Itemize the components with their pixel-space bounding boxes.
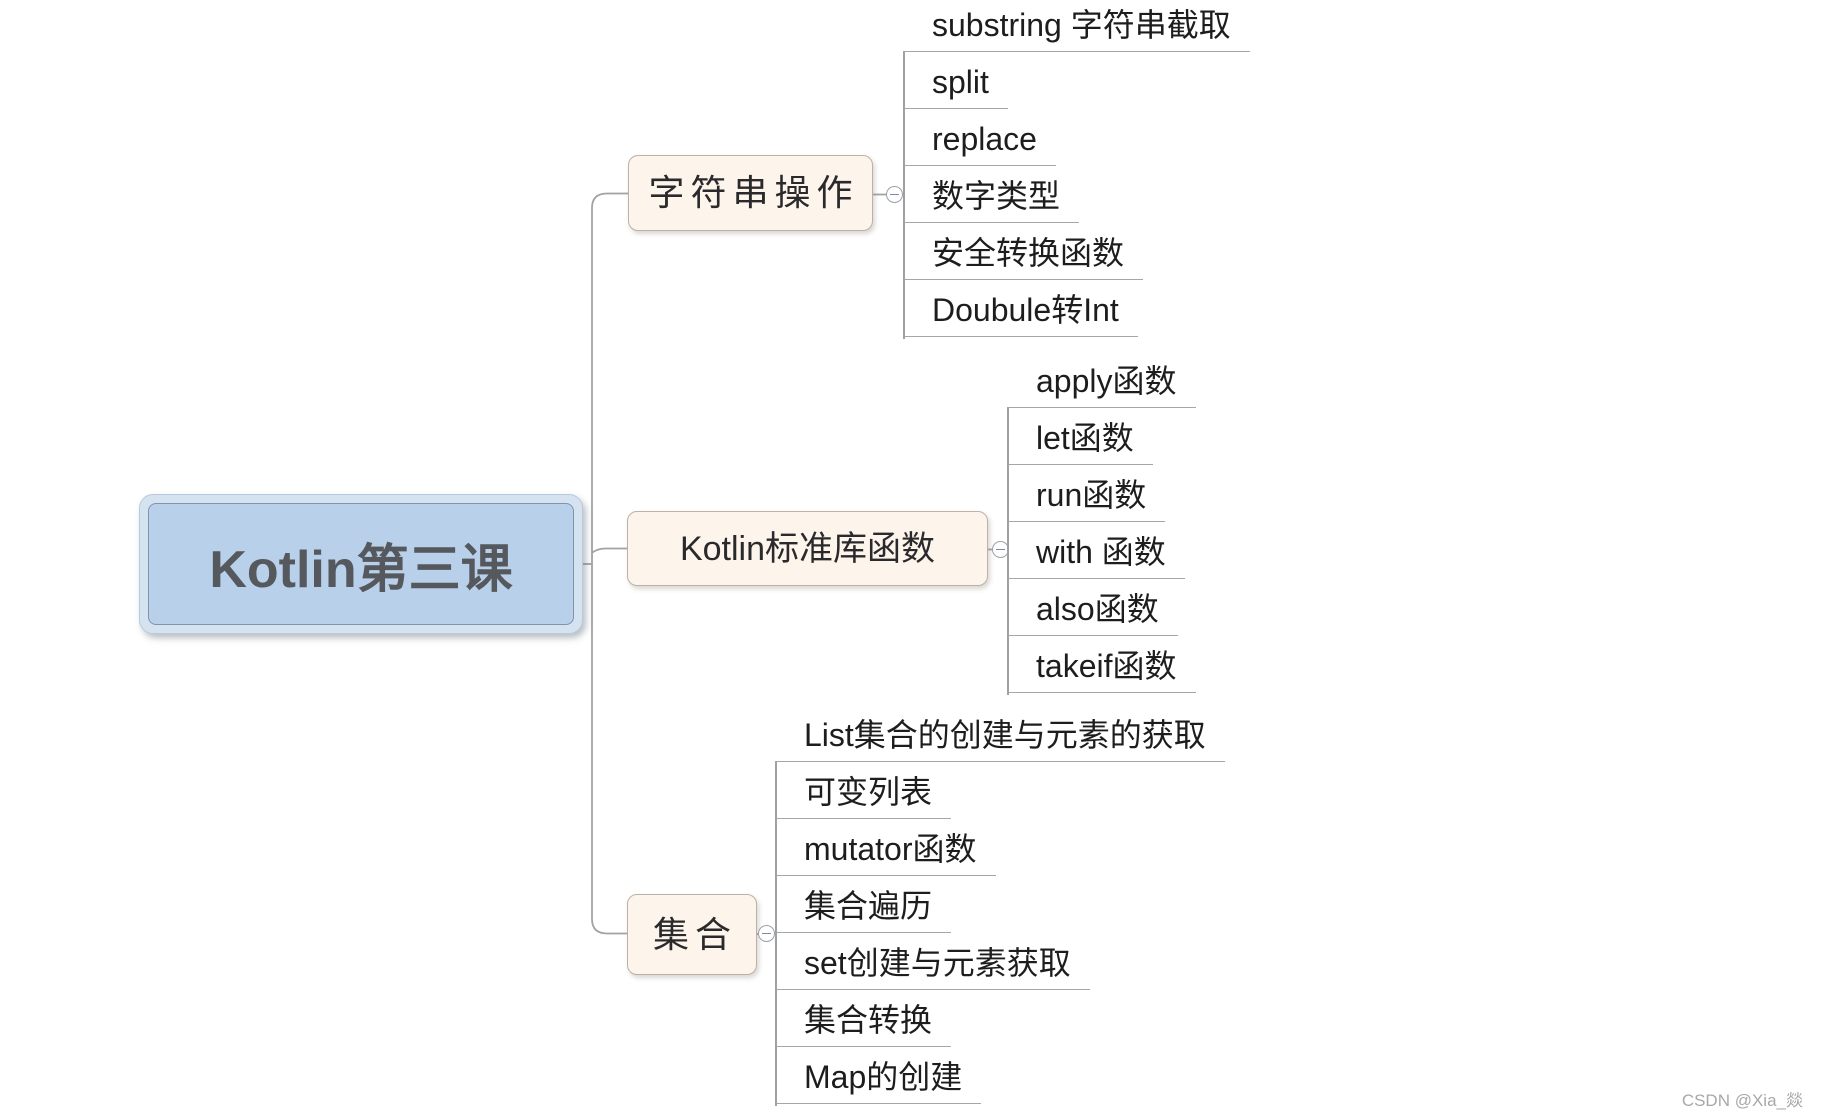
branch-topic-label: 集合 (652, 913, 737, 955)
child-topic[interactable]: 集合遍历 (775, 876, 1225, 933)
root-topic[interactable]: Kotlin第三课 (139, 494, 583, 634)
watermark: CSDN @Xia_燚 (1681, 1091, 1803, 1110)
child-topic[interactable]: set创建与元素获取 (775, 933, 1225, 990)
child-topic[interactable]: also函数 (1007, 579, 1196, 636)
child-topic-label: split (903, 64, 1008, 109)
child-topic[interactable]: split (903, 52, 1250, 109)
children-connector-line (775, 762, 777, 1106)
branch-topic-string-operations[interactable]: 字符串操作 (628, 155, 873, 231)
child-topic-label: 集合遍历 (775, 888, 952, 933)
child-topic[interactable]: 集合转换 (775, 990, 1225, 1047)
children-connector-line (1007, 408, 1009, 695)
minus-icon (996, 549, 1005, 550)
child-topic-label: mutator函数 (775, 831, 996, 876)
child-topic[interactable]: 可变列表 (775, 762, 1225, 819)
children-group-collections: List集合的创建与元素的获取可变列表 mutator函数集合遍历 set创建与元素… (775, 705, 1225, 1106)
child-topic[interactable]: apply函数 (1007, 351, 1196, 408)
collapse-button[interactable] (886, 186, 903, 203)
child-topic[interactable]: let函数 (1007, 408, 1196, 465)
child-topic-label: let函数 (1007, 420, 1153, 465)
minus-icon (890, 194, 899, 195)
child-topic-label: Map的创建 (775, 1059, 982, 1104)
child-topic-label: Doubule转Int (903, 292, 1138, 337)
branch-topic-kotlin-stdlib-functions[interactable]: Kotlin标准库函数 (627, 511, 988, 586)
children-connector-line (903, 52, 905, 339)
branch-topic-collections[interactable]: 集合 (627, 894, 757, 975)
child-topic-label: 安全转换函数 (903, 235, 1144, 280)
child-topic-label: List集合的创建与元素的获取 (775, 717, 1225, 762)
child-topic-label: 集合转换 (775, 1002, 952, 1047)
branch-topic-label: 字符串操作 (648, 172, 859, 213)
child-topic[interactable]: replace (903, 109, 1250, 166)
child-topic[interactable]: mutator函数 (775, 819, 1225, 876)
branch-topic-label: Kotlin标准库函数 (679, 529, 936, 568)
child-topic-label: replace (903, 121, 1056, 166)
child-topic-label: substring 字符串截取 (903, 7, 1250, 52)
minus-icon (762, 933, 771, 934)
child-topic[interactable]: with 函数 (1007, 522, 1196, 579)
child-topic[interactable]: substring 字符串截取 (903, 0, 1250, 52)
root-topic-inner: Kotlin第三课 (148, 503, 574, 625)
root-topic-label: Kotlin第三课 (209, 540, 513, 599)
child-topic-label: apply函数 (1007, 363, 1196, 408)
child-topic-label: takeif函数 (1007, 648, 1196, 693)
child-topic[interactable]: Map的创建 (775, 1047, 1225, 1104)
child-topic-label: also函数 (1007, 591, 1178, 636)
child-topic-label: set创建与元素获取 (775, 945, 1090, 990)
children-group-kotlin-stdlib-functions: apply函数 let函数 run函数 with 函数 also函数 takeif函数 (1007, 351, 1196, 695)
collapse-button[interactable] (758, 925, 775, 942)
child-topic-label: 可变列表 (775, 774, 952, 819)
child-topic[interactable]: takeif函数 (1007, 636, 1196, 693)
collapse-button[interactable] (992, 541, 1009, 558)
child-topic[interactable]: Doubule转Int (903, 280, 1250, 337)
children-group-string-operations: substring 字符串截取 split replace 数字类型安全转换函数 Dou… (903, 0, 1250, 339)
child-topic[interactable]: List集合的创建与元素的获取 (775, 705, 1225, 762)
child-topic[interactable]: 安全转换函数 (903, 223, 1250, 280)
child-topic-label: run函数 (1007, 477, 1166, 522)
child-topic-label: with 函数 (1007, 534, 1185, 579)
child-topic-label: 数字类型 (903, 178, 1080, 223)
child-topic[interactable]: 数字类型 (903, 166, 1250, 223)
child-topic[interactable]: run函数 (1007, 465, 1196, 522)
